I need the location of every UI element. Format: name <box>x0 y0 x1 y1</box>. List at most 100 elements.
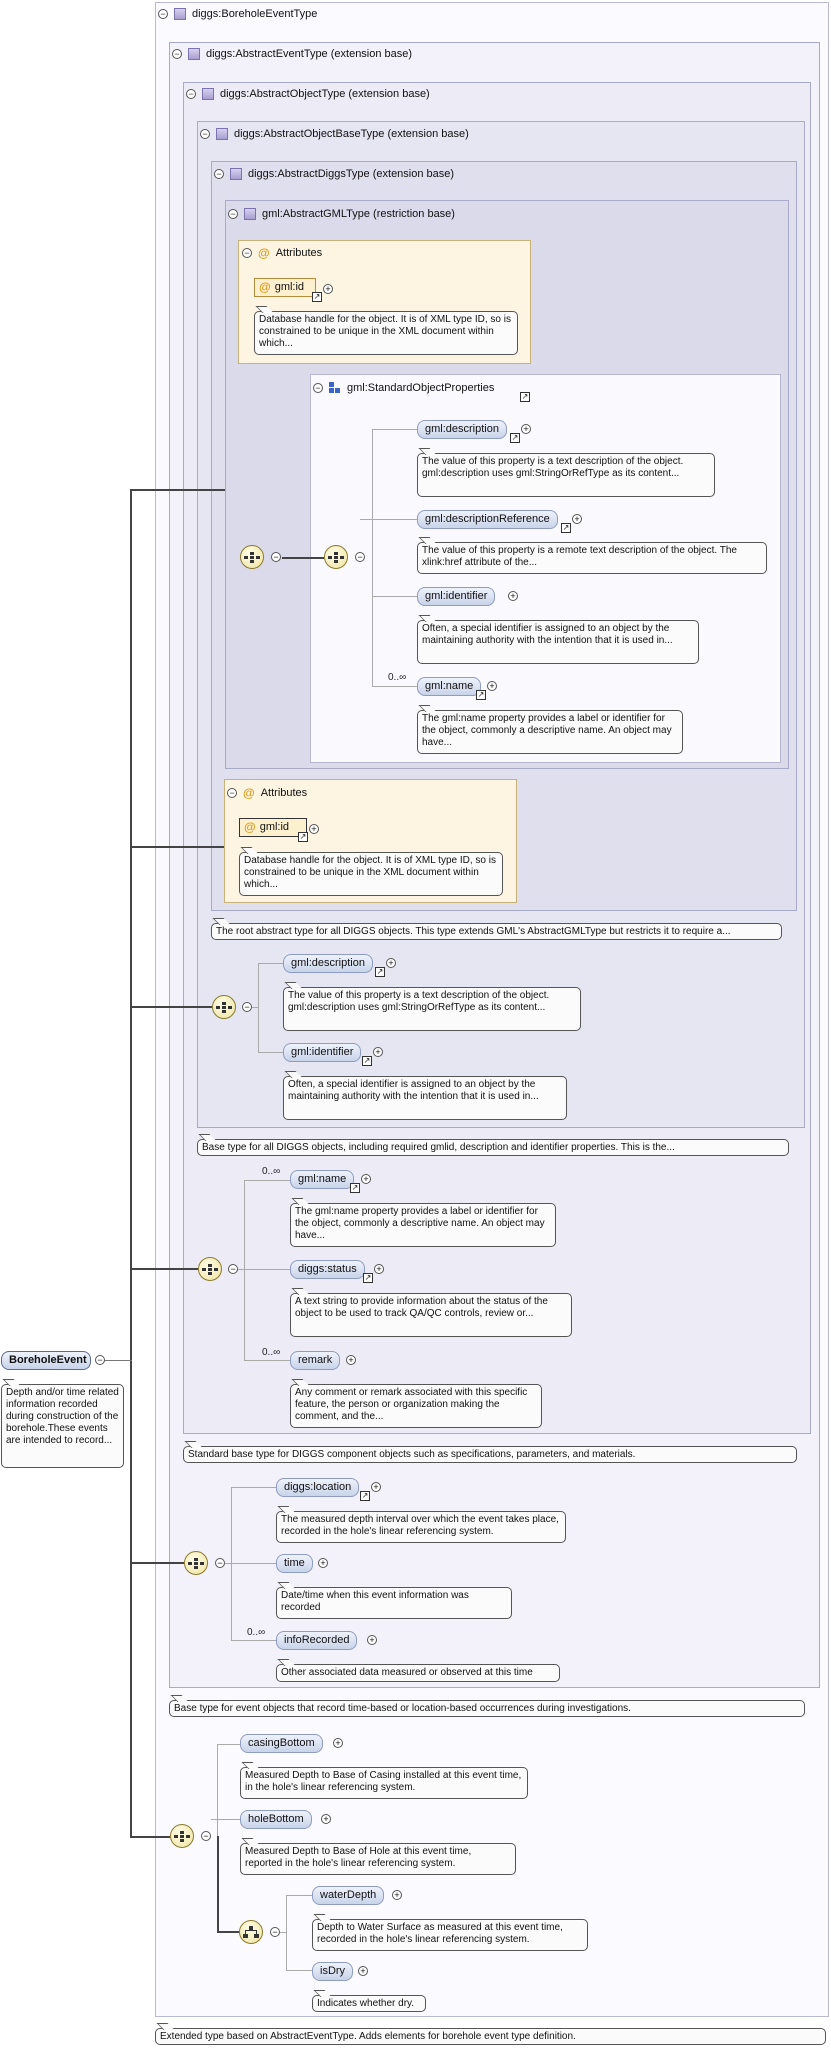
collapse-toggle[interactable]: − <box>270 1927 280 1937</box>
diggs-location-element[interactable]: diggs:location <box>276 1478 360 1497</box>
sequence-compositor-icon[interactable] <box>324 545 348 569</box>
collapse-toggle[interactable]: − <box>242 248 252 258</box>
gml-name-doc: The gml:name property provides a label o… <box>290 1203 556 1247</box>
collapse-toggle[interactable]: − <box>313 383 323 393</box>
tree-line <box>286 1970 312 1971</box>
connector-line <box>130 1836 170 1838</box>
collapse-toggle[interactable]: − <box>227 788 237 798</box>
reference-arrow-icon[interactable]: ↗ <box>350 1183 360 1193</box>
collapse-toggle[interactable]: − <box>95 1355 105 1365</box>
reference-arrow-icon[interactable]: ↗ <box>510 433 520 443</box>
info-recorded-element[interactable]: infoRecorded <box>276 1631 358 1650</box>
collapse-toggle[interactable]: − <box>215 1558 225 1568</box>
gml-name-element[interactable]: gml:name <box>417 677 482 696</box>
expand-icon[interactable]: + <box>361 1174 371 1184</box>
expand-icon[interactable]: + <box>371 1482 381 1492</box>
connector-line <box>217 1836 219 1932</box>
time-element[interactable]: time <box>276 1554 313 1573</box>
type-label: diggs:AbstractObjectType (extension base… <box>220 88 430 100</box>
gml-name-element[interactable]: gml:name <box>290 1170 355 1189</box>
tree-line <box>258 1052 283 1053</box>
sequence-compositor-icon[interactable] <box>212 995 236 1019</box>
gml-description-reference-element[interactable]: gml:descriptionReference <box>417 510 558 529</box>
gml-description-element[interactable]: gml:description <box>417 420 507 439</box>
gml-id-doc: Database handle for the object. It is of… <box>239 852 503 896</box>
tree-line <box>258 963 259 1052</box>
connector-line <box>130 489 132 1838</box>
sequence-compositor-icon[interactable] <box>198 1257 222 1281</box>
gml-id-attribute[interactable]: @ gml:id <box>239 818 307 837</box>
expand-icon[interactable]: + <box>309 824 319 834</box>
gml-description-element[interactable]: gml:description <box>283 954 373 973</box>
expand-icon[interactable]: + <box>386 958 396 968</box>
expand-icon[interactable]: + <box>487 681 497 691</box>
reference-arrow-icon[interactable]: ↗ <box>363 1273 373 1283</box>
attribute-icon: @ <box>243 786 255 800</box>
expand-icon[interactable]: + <box>333 1738 343 1748</box>
tree-line <box>258 963 283 964</box>
expand-icon[interactable]: + <box>321 1814 331 1824</box>
collapse-toggle[interactable]: − <box>228 1264 238 1274</box>
water-depth-element[interactable]: waterDepth <box>312 1886 385 1905</box>
remark-element[interactable]: remark <box>290 1351 341 1370</box>
collapse-toggle[interactable]: − <box>200 129 210 139</box>
complex-type-icon <box>230 168 242 180</box>
collapse-toggle[interactable]: − <box>228 209 238 219</box>
attribute-icon: @ <box>258 246 270 260</box>
water-depth-doc: Depth to Water Surface as measured at th… <box>312 1919 588 1951</box>
expand-icon[interactable]: + <box>374 1264 384 1274</box>
expand-icon[interactable]: + <box>346 1355 356 1365</box>
casing-bottom-element[interactable]: casingBottom <box>240 1734 323 1753</box>
collapse-toggle[interactable]: − <box>355 552 365 562</box>
tree-line <box>286 1895 287 1970</box>
expand-icon[interactable]: + <box>358 1966 368 1976</box>
reference-arrow-icon[interactable]: ↗ <box>298 832 308 842</box>
reference-arrow-icon[interactable]: ↗ <box>360 1491 370 1501</box>
gml-identifier-doc: Often, a special identifier is assigned … <box>283 1076 567 1120</box>
reference-arrow-icon[interactable]: ↗ <box>362 1056 372 1066</box>
reference-arrow-icon[interactable]: ↗ <box>375 967 385 977</box>
sequence-compositor-icon[interactable] <box>170 1824 194 1848</box>
expand-icon[interactable]: + <box>373 1047 383 1057</box>
reference-arrow-icon[interactable]: ↗ <box>520 392 530 402</box>
borehole-event-element[interactable]: BoreholeEvent <box>1 1351 91 1370</box>
collapse-toggle[interactable]: − <box>242 1002 252 1012</box>
sequence-compositor-icon[interactable] <box>240 545 264 569</box>
sequence-compositor-icon[interactable] <box>239 1920 263 1944</box>
expand-icon[interactable]: + <box>318 1558 328 1568</box>
reference-arrow-icon[interactable]: ↗ <box>312 292 322 302</box>
expand-icon[interactable]: + <box>572 514 582 524</box>
hole-bottom-element[interactable]: holeBottom <box>240 1810 312 1829</box>
collapse-toggle[interactable]: − <box>172 49 182 59</box>
abstract-object-base-doc: Base type for all DIGGS objects, includi… <box>197 1139 789 1156</box>
diggs-status-element[interactable]: diggs:status <box>290 1260 365 1279</box>
collapse-toggle[interactable]: − <box>271 552 281 562</box>
complex-type-icon <box>174 8 186 20</box>
collapse-toggle[interactable]: − <box>186 89 196 99</box>
expand-icon[interactable]: + <box>508 591 518 601</box>
expand-icon[interactable]: + <box>367 1635 377 1645</box>
expand-icon[interactable]: + <box>392 1890 402 1900</box>
sequence-compositor-icon[interactable] <box>184 1551 208 1575</box>
gml-id-attribute[interactable]: @ gml:id <box>254 278 316 297</box>
collapse-toggle[interactable]: − <box>158 9 168 19</box>
is-dry-element[interactable]: isDry <box>312 1962 354 1981</box>
collapse-toggle[interactable]: − <box>201 1831 211 1841</box>
reference-arrow-icon[interactable]: ↗ <box>476 690 486 700</box>
expand-icon[interactable]: + <box>323 284 333 294</box>
collapse-toggle[interactable]: − <box>214 169 224 179</box>
tree-line <box>231 1640 276 1641</box>
abstract-object-base-type-header: − diggs:AbstractObjectBaseType (extensio… <box>200 128 469 140</box>
gml-identifier-element[interactable]: gml:identifier <box>417 587 496 606</box>
expand-icon[interactable]: + <box>521 424 531 434</box>
standard-object-properties-header: − gml:StandardObjectProperties <box>313 382 494 394</box>
reference-arrow-icon[interactable]: ↗ <box>561 523 571 533</box>
complex-type-icon <box>216 128 228 140</box>
tree-line <box>372 596 417 597</box>
gml-identifier-element[interactable]: gml:identifier <box>283 1043 362 1062</box>
type-label: diggs:AbstractEventType (extension base) <box>206 48 413 60</box>
gml-description-doc: The value of this property is a text des… <box>417 453 715 497</box>
attributes-header: − @ Attributes <box>227 786 307 800</box>
tree-line <box>231 1487 276 1488</box>
complex-type-icon <box>202 88 214 100</box>
